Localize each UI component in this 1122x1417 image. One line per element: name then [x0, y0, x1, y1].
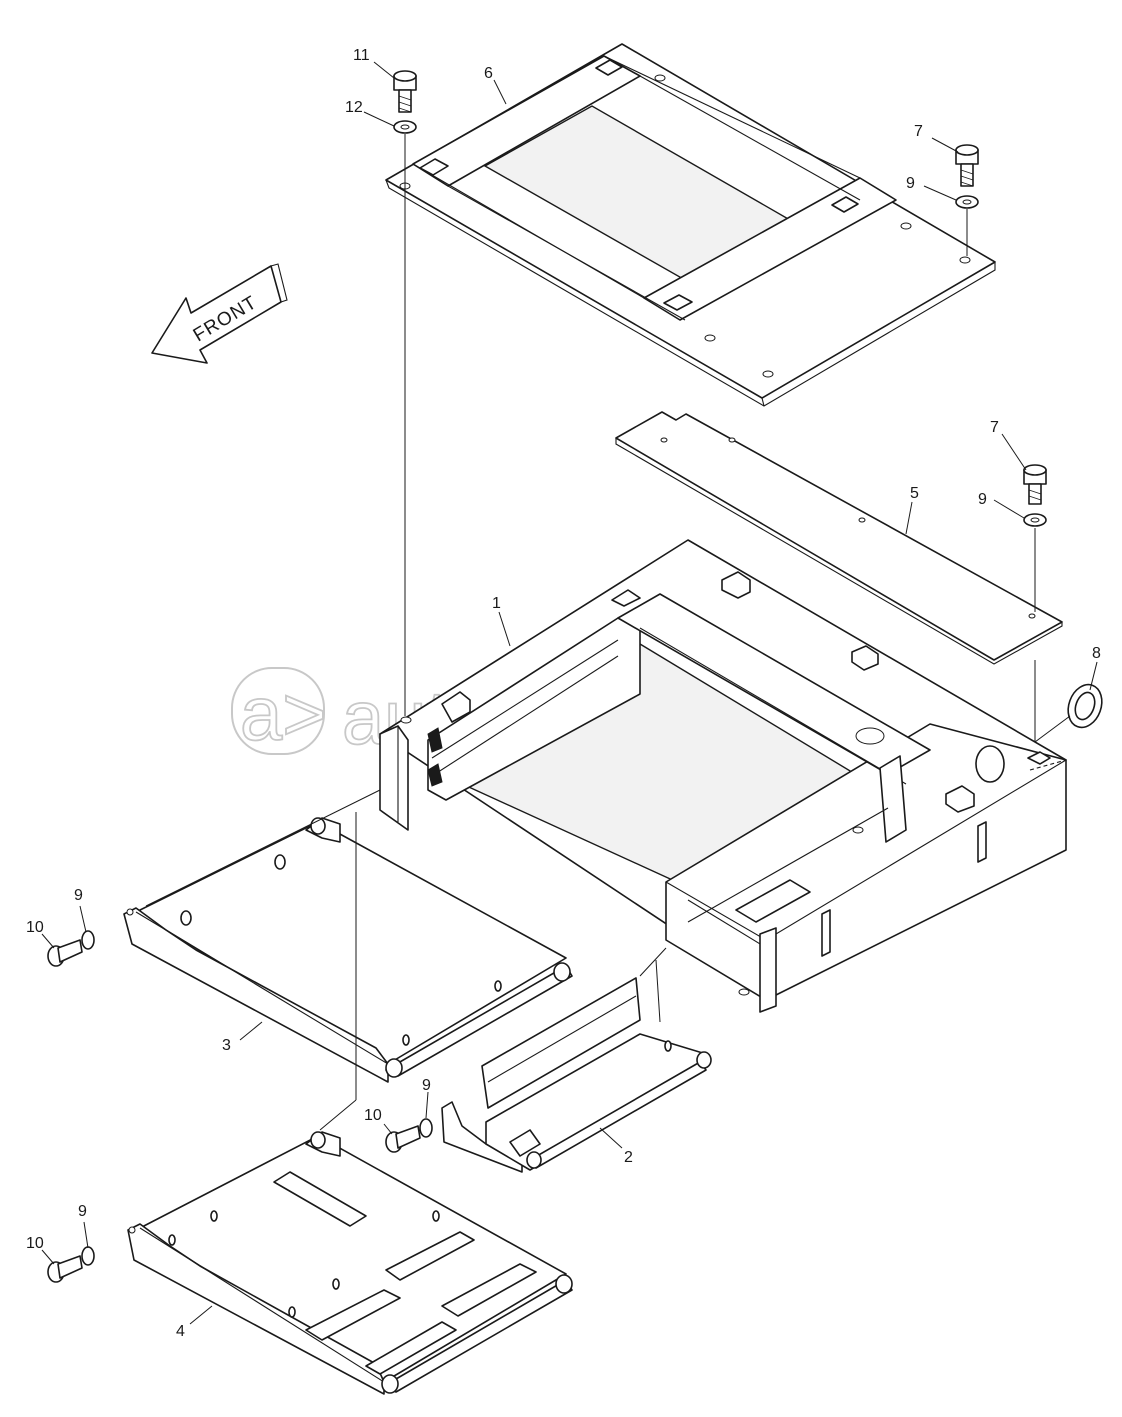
- part-5-side-plate: [615, 411, 1063, 665]
- callout-6: 6: [484, 65, 493, 82]
- callout-9-top: 9: [906, 175, 915, 192]
- callout-labels: 11 12 6 7 9 7 9 5 8 1 9 10 3 9 10 2 9 10…: [26, 47, 1101, 1340]
- callout-3: 3: [222, 1037, 231, 1054]
- callout-7-mid: 7: [990, 419, 999, 436]
- part-12-washer: [393, 120, 417, 134]
- assembly-lines: [145, 134, 1071, 1131]
- part-3-left-tray: [123, 817, 573, 1083]
- callout-9-mid: 9: [978, 491, 987, 508]
- part-9-washer-mid: [1023, 513, 1047, 527]
- callout-10-left-a: 10: [26, 919, 44, 936]
- part-2-center-rail: [441, 977, 712, 1173]
- callout-1: 1: [492, 595, 501, 612]
- callout-10-center: 10: [364, 1107, 382, 1124]
- callout-2: 2: [624, 1149, 633, 1166]
- part-8-grommet: [1067, 683, 1103, 729]
- part-9-washer-top: [955, 195, 979, 209]
- part-9-washer-left-a: [81, 930, 95, 950]
- part-10-screw-left-b: [47, 1255, 83, 1283]
- part-11-bolt: [393, 70, 417, 113]
- watermark-badge: [231, 667, 325, 755]
- callout-7-top: 7: [914, 123, 923, 140]
- part-9-washer-center: [419, 1118, 433, 1138]
- callout-9-left-a: 9: [74, 887, 83, 904]
- part-4-lower-tray: [127, 1131, 573, 1395]
- part-7-bolt-top: [955, 144, 979, 187]
- front-direction-arrow: FRONT: [151, 263, 288, 364]
- watermark-mark: a>: [240, 672, 327, 757]
- part-1-main-frame: [379, 539, 1067, 1013]
- callout-4: 4: [176, 1323, 185, 1340]
- part-6-top-cover: [385, 43, 996, 407]
- part-7-bolt-mid: [1023, 464, 1047, 505]
- callout-leaders: [41, 61, 1098, 1325]
- callout-12: 12: [345, 99, 363, 116]
- part-9-washer-left-b: [81, 1246, 95, 1266]
- callout-11: 11: [353, 47, 370, 64]
- callout-9-center: 9: [422, 1077, 431, 1094]
- callout-5: 5: [910, 485, 919, 502]
- callout-8: 8: [1092, 645, 1101, 662]
- callout-9-left-b: 9: [78, 1203, 87, 1220]
- part-10-screw-center: [385, 1125, 421, 1153]
- callout-10-left-b: 10: [26, 1235, 44, 1252]
- part-10-screw-left-a: [47, 939, 83, 967]
